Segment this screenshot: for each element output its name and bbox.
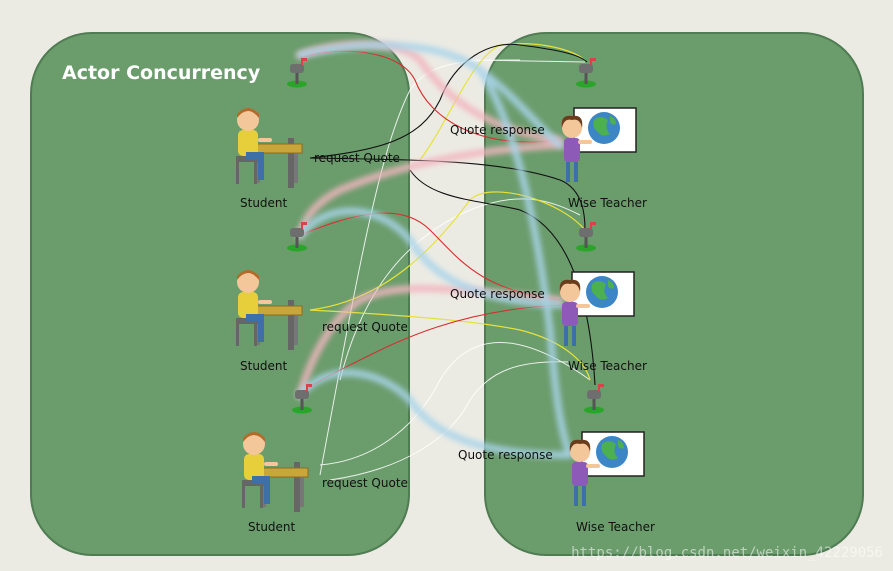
mailbox-icon (576, 58, 596, 88)
student-at-computer-icon (235, 107, 303, 189)
student-at-computer-icon (235, 269, 303, 351)
request-quote-label: request Quote (322, 476, 408, 490)
pink-glow-lines (296, 40, 564, 399)
request-quote-label: request Quote (322, 320, 408, 334)
teacher-with-globe-icon (558, 271, 635, 347)
student-label: Student (240, 196, 288, 210)
yellow-message-lines (309, 43, 591, 381)
watermark: https://blog.csdn.net/weixin_42229056 (571, 545, 883, 561)
quote-response-label: Quote response (458, 448, 553, 462)
teacher-with-globe-icon (568, 431, 645, 507)
request-quote-label: request Quote (314, 151, 400, 165)
mailbox-icon (584, 384, 604, 414)
student-label: Student (240, 359, 288, 373)
mailbox-icon (287, 58, 307, 88)
student-at-computer-icon (241, 431, 309, 513)
teacher-with-globe-icon (560, 107, 637, 183)
wise-teacher-label: Wise Teacher (568, 196, 647, 210)
diagram-title: Actor Concurrency (62, 62, 261, 84)
blue-glow-lines (296, 41, 574, 459)
quote-response-label: Quote response (450, 123, 545, 137)
wise-teacher-label: Wise Teacher (568, 359, 647, 373)
black-message-lines (309, 43, 596, 386)
quote-response-label: Quote response (450, 287, 545, 301)
wise-teacher-label: Wise Teacher (576, 520, 655, 534)
students-panel (30, 32, 410, 556)
student-label: Student (248, 520, 296, 534)
mailbox-icon (576, 222, 596, 252)
